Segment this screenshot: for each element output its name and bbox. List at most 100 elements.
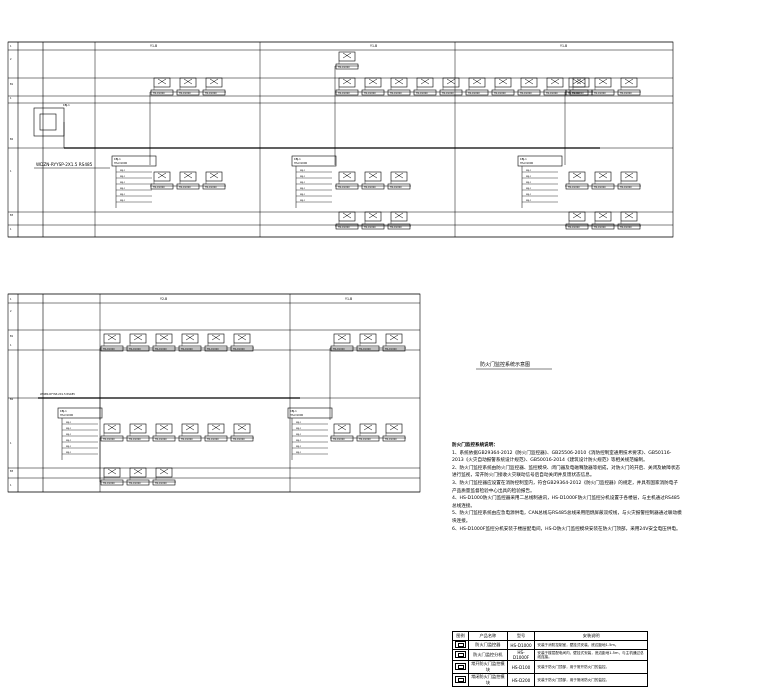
cable-label: WDZN-RYYSP-2X1.5 RS485 <box>40 392 75 396</box>
row-label: B3 <box>10 470 14 473</box>
door-module-label: HS-D1000 <box>385 438 397 441</box>
door-module-icon <box>359 333 377 344</box>
wire <box>342 212 352 219</box>
wire <box>211 334 221 341</box>
submonitor-model: HS-D1000 <box>60 413 73 417</box>
main-monitor-screen <box>39 113 57 131</box>
wire <box>211 424 221 431</box>
door-module-label: HS-D1000 <box>390 226 402 229</box>
door-module-label: HS-D1000 <box>338 66 350 69</box>
door-module-label: HS-D1000 <box>153 186 165 189</box>
door-module-label: HS-D1000 <box>129 348 141 351</box>
wire <box>472 78 482 85</box>
door-module-icon <box>155 423 173 434</box>
door-module-icon <box>233 333 251 344</box>
door-module-icon <box>364 211 382 222</box>
branch-label: KBJ-1 <box>526 182 532 184</box>
wire <box>368 78 378 85</box>
door-module-box <box>387 183 411 190</box>
door-module-icon <box>620 77 638 88</box>
door-module-box <box>356 435 380 442</box>
wire <box>389 424 399 431</box>
row-label: 1 <box>10 97 12 100</box>
door-module-box <box>230 435 254 442</box>
branch-label: KBJ-1 <box>296 452 302 454</box>
door-module-box <box>100 345 124 352</box>
row-label: 2 <box>10 58 12 61</box>
branch-label: KBJ-1 <box>66 440 72 442</box>
door-module-box <box>439 89 463 96</box>
door-module-label: HS-D1000 <box>594 226 606 229</box>
branch-label: KBJ-1 <box>66 428 72 430</box>
submonitor-label: KBJ-1 <box>114 157 121 161</box>
door-module-label: HS-D1000 <box>181 438 193 441</box>
door-module-icon <box>103 423 121 434</box>
wire <box>157 78 167 85</box>
door-module-icon <box>333 423 351 434</box>
closed-door-module-icon <box>455 676 466 683</box>
diagram-subtitle: 防火门监控系统示意图 <box>480 361 530 368</box>
door-module-label: HS-D1000 <box>207 348 219 351</box>
submonitor-label: KBJ-1 <box>294 157 301 161</box>
wire <box>524 78 534 85</box>
door-module-label: HS-D1000 <box>494 92 506 95</box>
door-module-box <box>591 223 615 230</box>
legend-header: 产品名称 <box>468 631 508 641</box>
row-label: B3 <box>10 214 14 217</box>
door-module-icon <box>338 51 356 62</box>
submonitor-symbol-icon <box>455 651 466 658</box>
door-module-box <box>176 89 200 96</box>
door-module-icon <box>520 77 538 88</box>
branch-label: KBJ-1 <box>120 182 126 184</box>
wire <box>446 78 456 85</box>
door-module-icon <box>568 211 586 222</box>
open-door-module-icon <box>455 663 466 670</box>
note-line-2: 2、防火门监控系统由防火门监控器、监控模块、闭门器及电磁释放器等组成，对防火门的… <box>452 465 681 479</box>
submonitor-label: KBJ-1 <box>290 409 297 413</box>
door-module-label: HS-D1000 <box>385 348 397 351</box>
door-module-label: HS-D1000 <box>620 226 632 229</box>
door-module-icon <box>568 77 586 88</box>
door-module-box <box>565 183 589 190</box>
diagram1-frame <box>7 41 674 238</box>
row-label: 1 <box>10 344 12 347</box>
legend-row: 常闭防火门监控模块 HS-D200 安装于防火门顶部，用于常闭防火门的监控。 <box>452 673 648 687</box>
door-module-box <box>100 435 124 442</box>
wire <box>209 78 219 85</box>
door-module-box <box>617 183 641 190</box>
door-module-box <box>335 89 359 96</box>
legend-note: 安装于楼层配电间内，壁挂式安装，底边距地1.5m，与主机通过总线连接。 <box>534 649 648 661</box>
branch-label: KBJ-1 <box>526 200 532 202</box>
wire <box>133 468 143 475</box>
wire <box>159 424 169 431</box>
door-module-box <box>152 345 176 352</box>
door-module-box <box>202 183 226 190</box>
wire <box>498 78 508 85</box>
door-module-icon <box>129 467 147 478</box>
branch-label: KBJ-1 <box>296 422 302 424</box>
legend-model: HS-D200 <box>506 673 536 687</box>
row-label: 1 <box>10 45 12 48</box>
submonitor-box <box>291 155 337 167</box>
door-module-box <box>204 345 228 352</box>
branch-label: KBJ-1 <box>296 434 302 436</box>
door-module-box <box>178 435 202 442</box>
legend-header-row: 图例 产品名称 型号 安装说明 <box>452 631 648 641</box>
door-module-box <box>330 345 354 352</box>
door-module-label: HS-D1000 <box>179 92 191 95</box>
section-label: Y1-B <box>560 44 567 48</box>
door-module-icon <box>416 77 434 88</box>
door-module-label: HS-D1000 <box>207 438 219 441</box>
door-module-icon <box>364 77 382 88</box>
legend-name: 常闭防火门监控模块 <box>468 673 508 687</box>
door-module-icon <box>181 333 199 344</box>
legend-name: 常开防火门监控模块 <box>468 660 508 674</box>
wire <box>572 172 582 179</box>
door-module-box <box>617 223 641 230</box>
door-module-box <box>335 223 359 230</box>
door-module-box <box>361 89 385 96</box>
note-line-4: 4、HS-D1000防火门监控器采用二总线制通讯，HS-D1000F防火门监控分… <box>452 496 680 509</box>
door-module-label: HS-D1000 <box>205 186 217 189</box>
legend-row: 防火门监控器 HS-D1000 安装于消防控制室，壁挂式安装，底边距地1.5m。 <box>452 640 648 650</box>
branch-label: KBJ-1 <box>120 188 126 190</box>
